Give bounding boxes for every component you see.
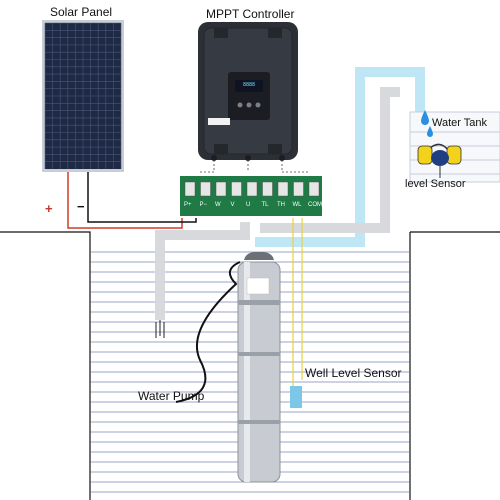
terminal-screw [201,182,211,196]
terminal-screw [294,182,304,196]
water-pump-label: Water Pump [138,390,204,402]
terminal-label: TH [277,202,285,208]
terminal-label: U [246,202,250,208]
water-tank-label: Water Tank [432,118,487,129]
terminal-screw [247,182,257,196]
positive-polarity-label: + [45,202,53,215]
mppt-controller [198,22,298,161]
terminal-label: P+ [184,202,192,208]
terminal-screw [232,182,242,196]
pump-cable [156,320,164,338]
terminal-label: COM [308,202,322,208]
water-pump [176,252,280,482]
terminal-label: W [215,202,221,208]
solar-panel [42,20,124,172]
terminal-screw [278,182,288,196]
negative-wire [88,172,196,222]
solar-panel-label: Solar Panel [50,6,112,18]
terminal-label: TL [262,202,269,208]
negative-polarity-label: − [77,200,85,213]
controller-display: 8888 [236,83,262,88]
terminal-label: V [231,202,235,208]
level-sensor-label: level Sensor [405,179,466,190]
positive-wire [68,172,182,228]
terminal-screw [263,182,273,196]
terminal-screw [309,182,319,196]
terminal-board [180,176,322,216]
well-level-sensor-label: Well Level Sensor [305,367,402,379]
terminal-label: WL [293,202,302,208]
terminal-screw [185,182,195,196]
terminal-screw [216,182,226,196]
terminal-label: P− [200,202,208,208]
controller-cable [200,160,310,172]
mppt-controller-label: MPPT Controller [206,8,294,20]
